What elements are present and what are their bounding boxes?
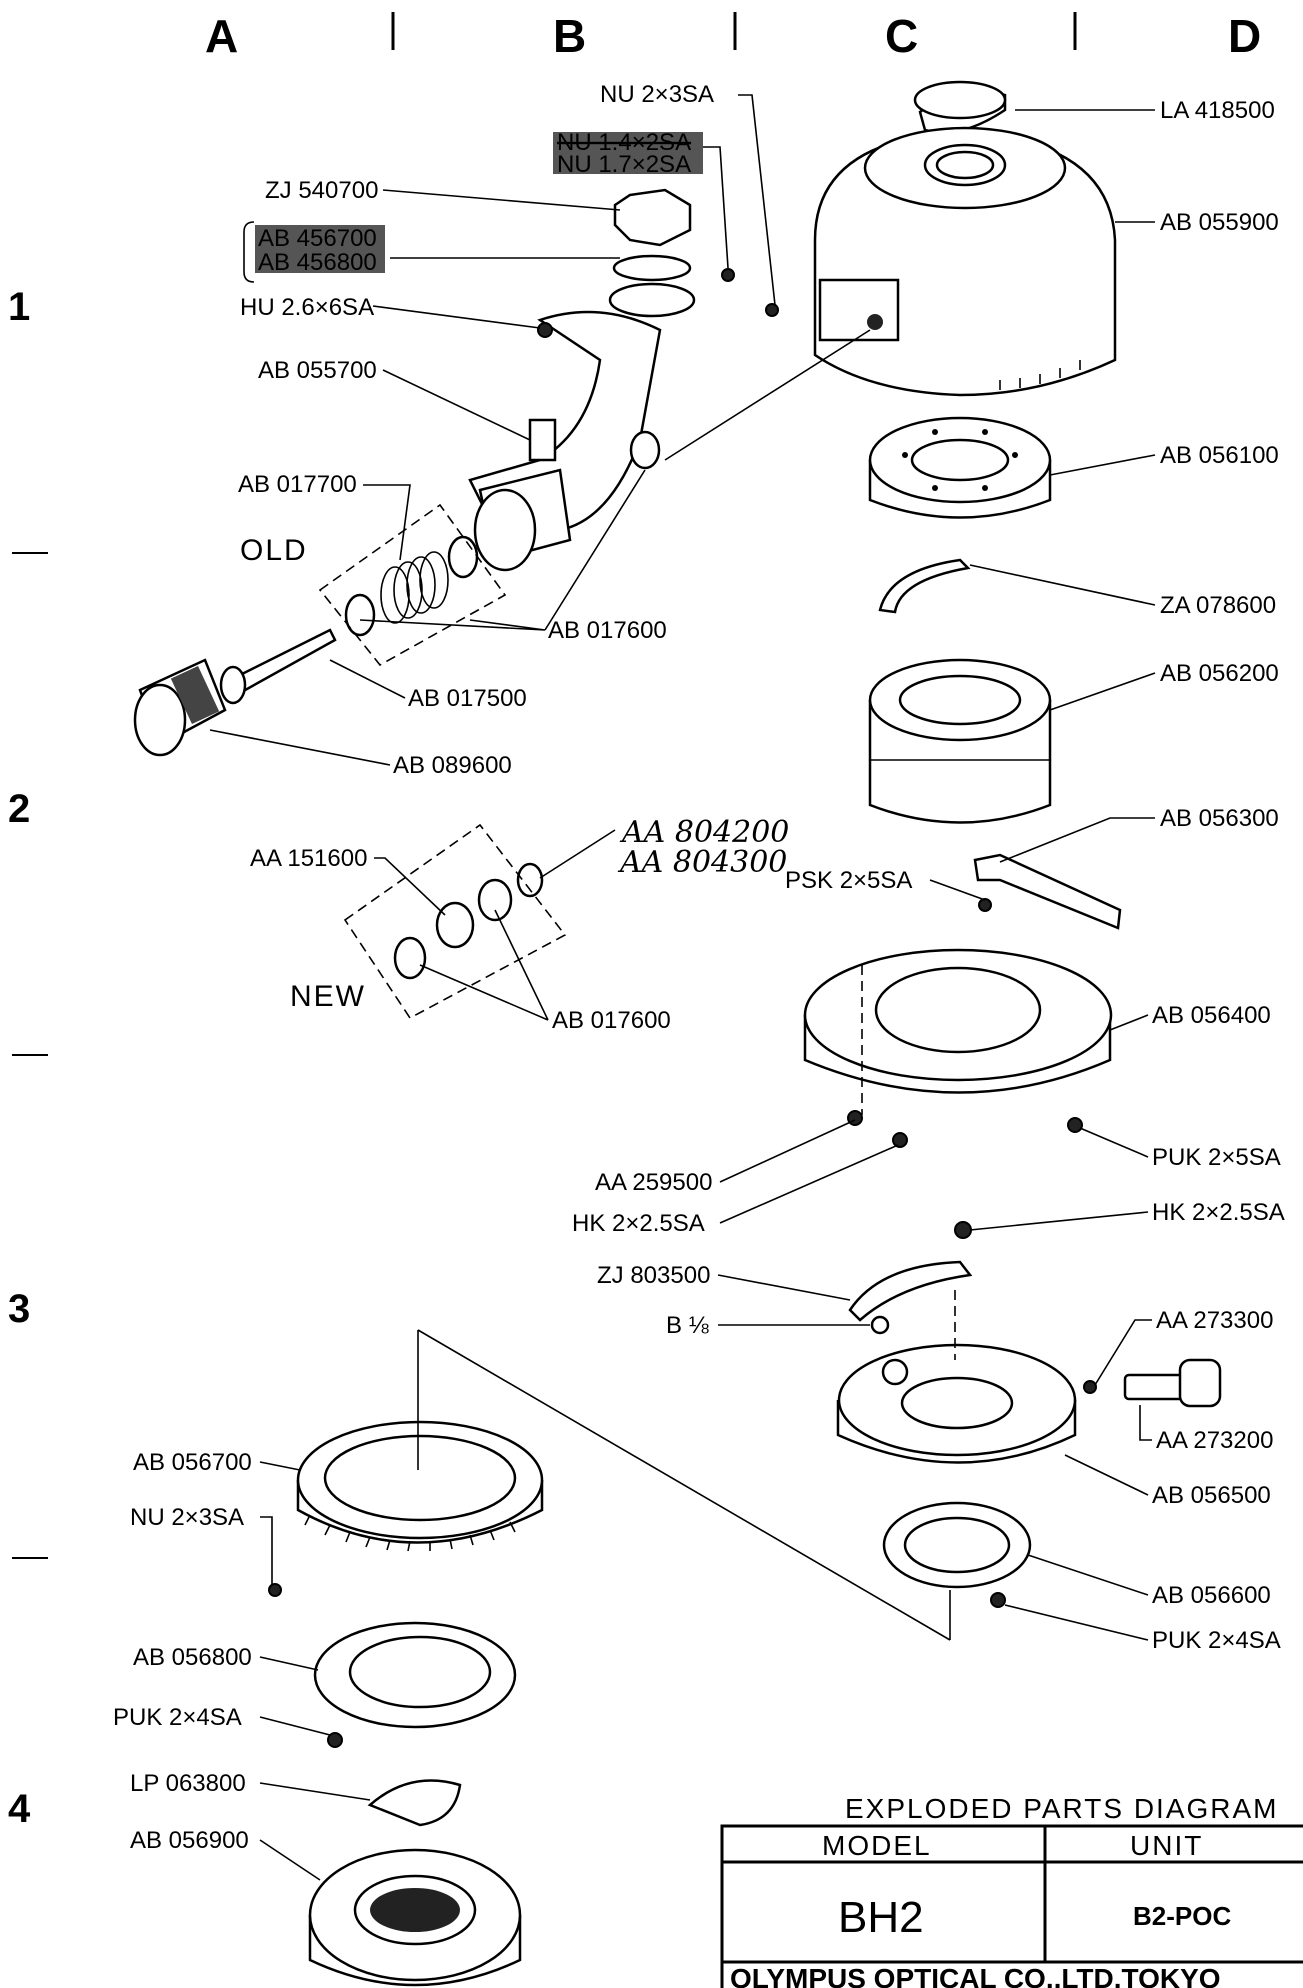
row-label-4: 4 <box>8 1787 31 1831</box>
label-ab-056700: AB 056700 <box>133 1449 252 1476</box>
label-ab-056600: AB 056600 <box>1152 1582 1271 1609</box>
label-zj-803500: ZJ 803500 <box>597 1262 710 1289</box>
model-header: MODEL <box>822 1830 932 1861</box>
shaft-ab017500 <box>219 628 337 705</box>
label-la-418500: LA 418500 <box>1160 97 1275 124</box>
column-label-a: A <box>205 10 238 62</box>
plate-ab056800 <box>313 1621 517 1748</box>
row-label-1: 1 <box>8 285 30 329</box>
label-aa-273300: AA 273300 <box>1156 1307 1273 1334</box>
label-hu-26x6sa: HU 2.6×6SA <box>240 294 374 321</box>
ball-aa273300 <box>1083 1380 1097 1394</box>
housing-ab055900 <box>813 126 1117 397</box>
column-label-b: B <box>553 10 586 62</box>
screw-nu-14x2 <box>721 268 735 282</box>
old-group-box <box>318 503 507 667</box>
spring-clip-za078600 <box>878 558 971 614</box>
title-block-frame <box>720 1824 1303 1988</box>
label-zj-540700: ZJ 540700 <box>265 177 378 204</box>
nut-zj540700 <box>608 188 696 318</box>
screw-nu-2x3-top <box>765 303 779 317</box>
label-nu-2x3sa-bottom: NU 2×3SA <box>130 1504 244 1531</box>
label-lp-063800: LP 063800 <box>130 1770 246 1797</box>
label-b-18: B ⅛ <box>666 1312 710 1339</box>
label-puk-2x4sa-right: PUK 2×4SA <box>1152 1627 1281 1654</box>
assembly-line <box>664 329 871 461</box>
label-ab-056200: AB 056200 <box>1160 660 1279 687</box>
ring-ab056700 <box>268 1420 544 1597</box>
column-label-d: D <box>1228 10 1261 62</box>
label-ab-017700: AB 017700 <box>238 471 357 498</box>
ring-ab056600 <box>882 1501 1032 1608</box>
label-aa-151600: AA 151600 <box>250 845 367 872</box>
new-group-washers <box>393 862 544 980</box>
label-ab-056300: AB 056300 <box>1160 805 1279 832</box>
knob-ab089600 <box>133 658 227 757</box>
row-label-2: 2 <box>8 787 30 831</box>
bracket <box>243 221 255 283</box>
label-ab-056400: AB 056400 <box>1152 1002 1271 1029</box>
highlight-box <box>255 225 385 273</box>
title-block-title: EXPLODED PARTS DIAGRAM <box>845 1793 1279 1824</box>
label-za-078600: ZA 078600 <box>1160 592 1276 619</box>
leader-lines <box>209 94 1156 1881</box>
ring-ab056500 <box>836 1343 1077 1464</box>
label-ab-456800: AB 456800 <box>258 249 377 276</box>
label-nu-2x3sa-top: NU 2×3SA <box>600 81 714 108</box>
screw-hu-26x6 <box>537 322 553 338</box>
unit-value: B2-POC <box>1133 1901 1231 1931</box>
ball-b18 <box>870 1315 890 1335</box>
collet-ab056200 <box>868 658 1052 824</box>
label-ab-055900: AB 055900 <box>1160 209 1279 236</box>
label-puk-2x5sa: PUK 2×5SA <box>1152 1144 1281 1171</box>
label-nu-14x2sa: NU 1.4×2SA <box>557 129 691 156</box>
label-hk-2x25sa-right: HK 2×2.5SA <box>1152 1199 1285 1226</box>
lens-mount-ab056900 <box>308 1848 522 1987</box>
row-label-3: 3 <box>8 1287 30 1331</box>
label-ab-055700: AB 055700 <box>258 357 377 384</box>
label-nu-17x2sa: NU 1.7×2SA <box>557 151 691 178</box>
label-aa-804200: AA 804200 <box>619 815 789 850</box>
label-old: OLD <box>240 534 308 567</box>
label-ab-056900: AB 056900 <box>130 1827 249 1854</box>
unit-header: UNIT <box>1130 1830 1203 1861</box>
ring-base-ab056400 <box>803 948 1113 1148</box>
title-block-footer: OLYMPUS OPTICAL CO.,LTD.TOKYO <box>730 1963 1221 1988</box>
label-puk-2x4sa-left: PUK 2×4SA <box>113 1704 242 1731</box>
column-label-c: C <box>885 10 918 62</box>
label-ab-056500: AB 056500 <box>1152 1482 1271 1509</box>
highlight-box <box>553 132 703 174</box>
model-value: BH2 <box>838 1893 924 1942</box>
new-group-box <box>343 823 567 1020</box>
title-block: EXPLODED PARTS DIAGRAM MODEL UNIT BH2 B2… <box>720 1793 1303 1988</box>
label-ab-456700: AB 456700 <box>258 225 377 252</box>
lever-ab056300 <box>973 853 1122 930</box>
screw-psk <box>978 898 992 912</box>
label-ab-017600-bottom: AB 017600 <box>552 1007 671 1034</box>
label-hk-2x25sa-left: HK 2×2.5SA <box>572 1210 705 1237</box>
label-psk-2x5sa: PSK 2×5SA <box>785 867 912 894</box>
label-aa-273200: AA 273200 <box>1156 1427 1273 1454</box>
thumbscrew-aa273200 <box>1123 1358 1222 1408</box>
assembly-line <box>417 1329 951 1641</box>
clip-zj803500 <box>848 1260 973 1322</box>
label-aa-804300: AA 804300 <box>617 845 787 880</box>
tube-assembly <box>473 430 661 572</box>
label-ab-089600: AB 089600 <box>393 752 512 779</box>
lens-lp063800 <box>367 1779 462 1827</box>
label-aa-259500: AA 259500 <box>595 1169 712 1196</box>
label-ab-017500: AB 017500 <box>408 685 527 712</box>
label-ab-056100: AB 056100 <box>1160 442 1279 469</box>
plate-ab056100 <box>868 416 1052 519</box>
label-new: NEW <box>290 980 366 1013</box>
label-ab-056800: AB 056800 <box>133 1644 252 1671</box>
screw-hk-right <box>954 1221 972 1239</box>
label-ab-017600-top: AB 017600 <box>548 617 667 644</box>
